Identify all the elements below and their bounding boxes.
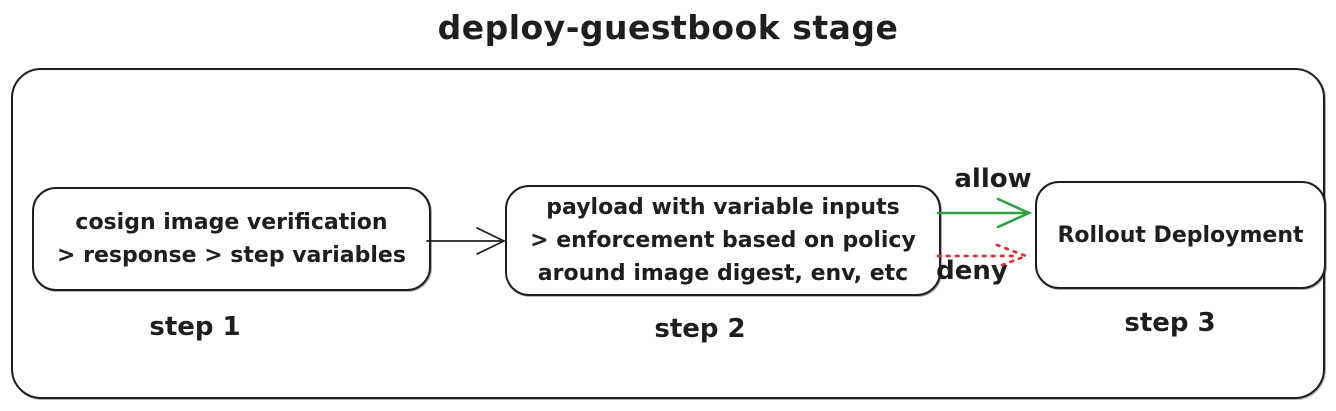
step-2-line: around image digest, env, etc	[537, 261, 909, 286]
step-1-label: step 1	[149, 312, 241, 342]
page-title: deploy-guestbook stage	[437, 8, 899, 47]
step-3-label: step 3	[1124, 308, 1216, 338]
step-2-line: > enforcement based on policy	[530, 228, 916, 253]
step-1-line: > response > step variables	[57, 243, 406, 268]
step-1-node: cosign image verification > response > s…	[32, 187, 431, 291]
step-2-node: payload with variable inputs > enforceme…	[505, 185, 941, 296]
allow-edge-label: allow	[954, 164, 1032, 194]
step-3-node: Rollout Deployment	[1035, 181, 1326, 289]
deny-edge-label: deny	[936, 256, 1008, 286]
step-2-line: payload with variable inputs	[546, 195, 900, 220]
step-2-label: step 2	[654, 314, 746, 344]
step-1-line: cosign image verification	[75, 210, 388, 235]
step-3-line: Rollout Deployment	[1057, 222, 1304, 248]
